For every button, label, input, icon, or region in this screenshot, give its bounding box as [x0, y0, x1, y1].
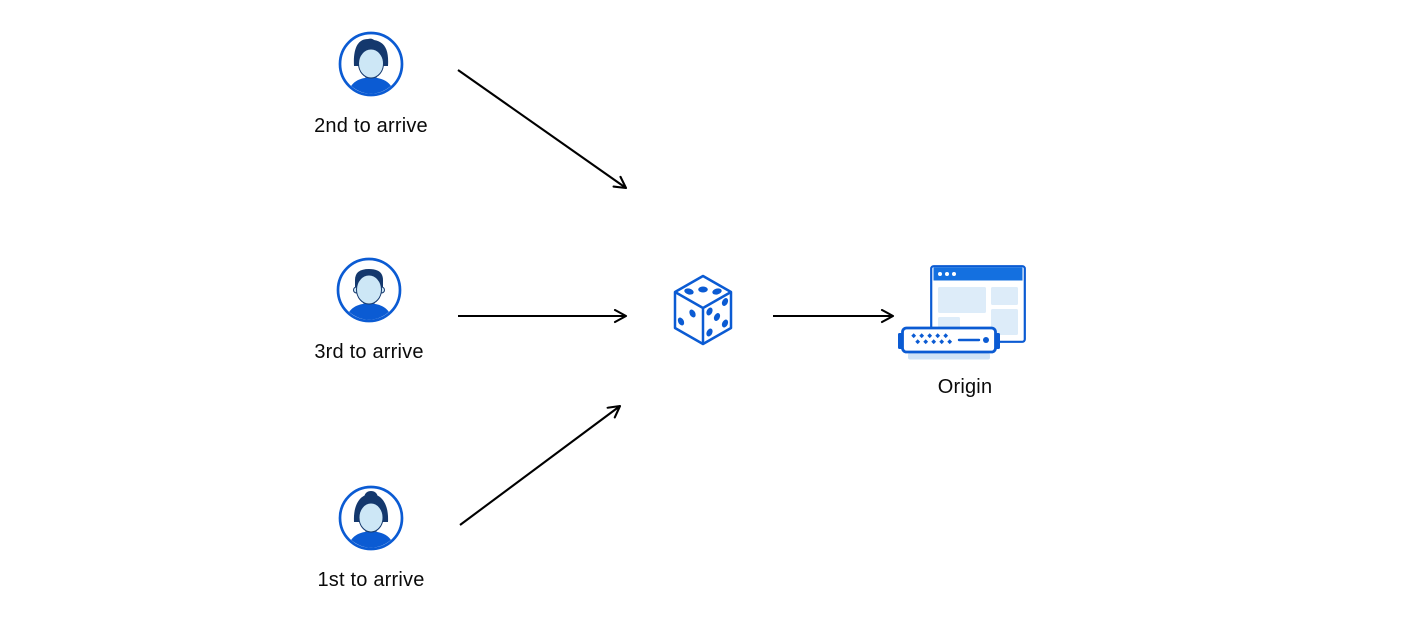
user-label: 2nd to arrive [314, 115, 428, 137]
origin-label: Origin [937, 376, 993, 398]
dice-icon [673, 274, 733, 346]
woman-bun-hair-avatar-icon [338, 485, 404, 551]
browser-window-icon [930, 265, 1026, 343]
user-node-1st: 1st to arrive [291, 485, 451, 592]
server-icon [898, 326, 1000, 360]
arrow-user2-to-dice [457, 69, 626, 188]
user-label: 1st to arrive [317, 569, 425, 591]
man-short-hair-avatar-icon [336, 257, 402, 323]
user-node-3rd: 3rd to arrive [289, 257, 449, 364]
user-label: 3rd to arrive [314, 341, 424, 363]
arrow-user1-to-dice [459, 406, 620, 526]
origin-node: Origin [880, 260, 1055, 405]
man-swept-hair-avatar-icon [338, 31, 404, 97]
user-node-2nd: 2nd to arrive [291, 31, 451, 138]
